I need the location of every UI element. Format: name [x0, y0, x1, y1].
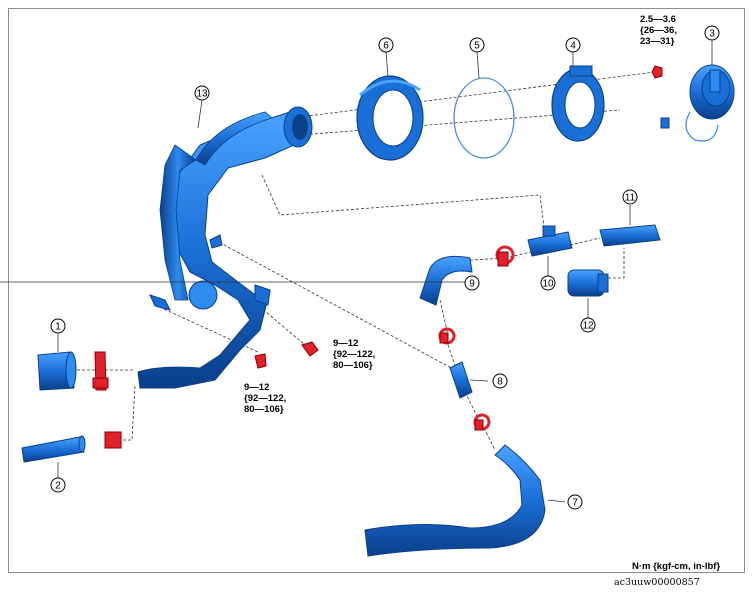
- callout-13: 13: [194, 85, 210, 101]
- connector-8: [449, 361, 473, 399]
- svg-text:11: 11: [625, 193, 636, 204]
- torque-line: 80—106}: [244, 404, 284, 415]
- svg-text:12: 12: [582, 321, 594, 332]
- torque-spec-pipe: 9—12 {92—122, 80—106}: [333, 338, 375, 371]
- svg-text:13: 13: [196, 89, 208, 100]
- assembly-lines: [72, 71, 656, 451]
- torque-line: 23—31}: [640, 36, 675, 47]
- callout-12: 12: [580, 317, 596, 333]
- svg-text:2: 2: [55, 481, 61, 492]
- hose-1: [37, 351, 77, 391]
- breather-pipe-7: [364, 444, 546, 557]
- torque-line: 80—106}: [333, 360, 373, 371]
- callout-leaders: [0, 40, 713, 503]
- check-valve-10: [527, 225, 573, 257]
- torque-line: 9—12: [333, 338, 359, 349]
- torque-line: {26—36,: [640, 25, 677, 36]
- figure-code: ac3uuw00000857: [614, 577, 700, 588]
- ring-4: [551, 65, 605, 142]
- torque-spec-cap: 2.5—3.6 {26—36, 23—31}: [640, 14, 677, 47]
- filter-12: [567, 269, 609, 297]
- svg-text:9: 9: [469, 279, 475, 290]
- torque-spec-bracket: 9—12 {92—122, 80—106}: [244, 382, 286, 415]
- hose-2: [21, 435, 86, 463]
- torque-line: {92—122,: [333, 349, 376, 360]
- o-ring-5: [453, 77, 515, 159]
- torque-line: 9—12: [244, 382, 270, 393]
- filler-pipe: [137, 106, 313, 389]
- hose-11: [599, 224, 661, 247]
- elbow-hose-9: [419, 255, 473, 306]
- torque-line: 2.5—3.6: [640, 14, 676, 25]
- callout-7: 7: [567, 494, 583, 510]
- svg-text:10: 10: [542, 279, 554, 290]
- torque-line: {92—122,: [244, 393, 287, 404]
- svg-text:3: 3: [709, 29, 715, 40]
- callout-11: 11: [622, 189, 638, 205]
- callout-1: 1: [50, 318, 66, 334]
- fuel-cap-3: [660, 64, 735, 142]
- callout-6: 6: [378, 37, 394, 53]
- callout-2: 2: [50, 477, 66, 493]
- units-label: N·m {kgf-cm, in-lbf}: [632, 561, 721, 572]
- svg-text:1: 1: [55, 322, 61, 333]
- svg-text:7: 7: [572, 498, 578, 509]
- seal-ring-6: [356, 75, 424, 161]
- callout-8: 8: [492, 373, 508, 389]
- callout-9: 9: [464, 275, 480, 291]
- red-fasteners: [92, 65, 663, 449]
- svg-text:4: 4: [570, 41, 576, 52]
- callout-4: 4: [565, 37, 581, 53]
- callout-3: 3: [704, 25, 720, 41]
- callout-5: 5: [469, 37, 485, 53]
- svg-text:5: 5: [474, 41, 480, 52]
- svg-text:8: 8: [497, 377, 503, 388]
- callouts: 1 2 3 4 5 6 7 8 9 10 11 12 13: [50, 25, 720, 510]
- svg-text:6: 6: [383, 41, 389, 52]
- callout-10: 10: [540, 275, 556, 291]
